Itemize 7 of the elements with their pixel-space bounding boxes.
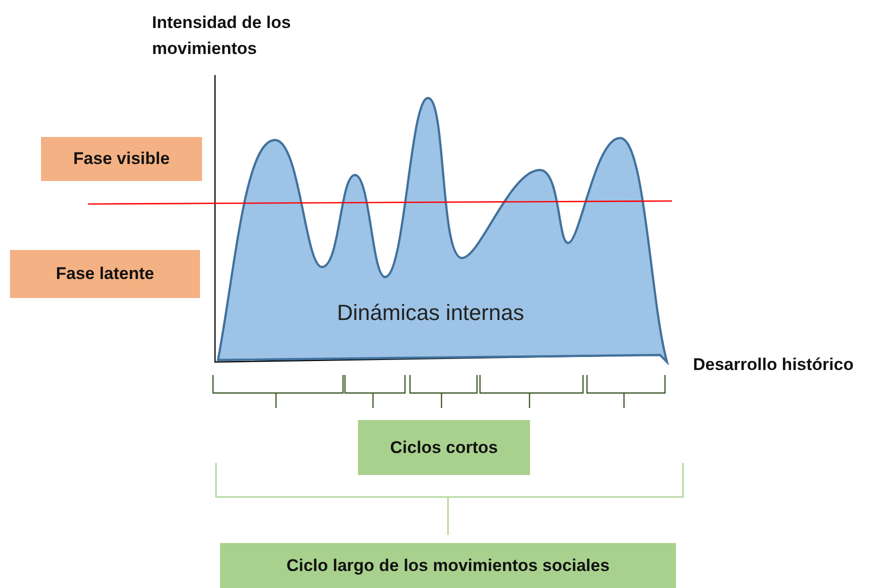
axis-label: Intensidad de los movimientos bbox=[152, 12, 292, 60]
phase-box: Fase visible bbox=[41, 137, 202, 181]
area-label: Dinámicas internas bbox=[337, 300, 524, 326]
cycle-box: Ciclos cortos bbox=[358, 420, 530, 475]
phase-box: Fase latente bbox=[10, 250, 200, 298]
cycle-box: Ciclo largo de los movimientos sociales bbox=[220, 543, 676, 588]
axis-label: Desarrollo histórico bbox=[693, 354, 855, 376]
